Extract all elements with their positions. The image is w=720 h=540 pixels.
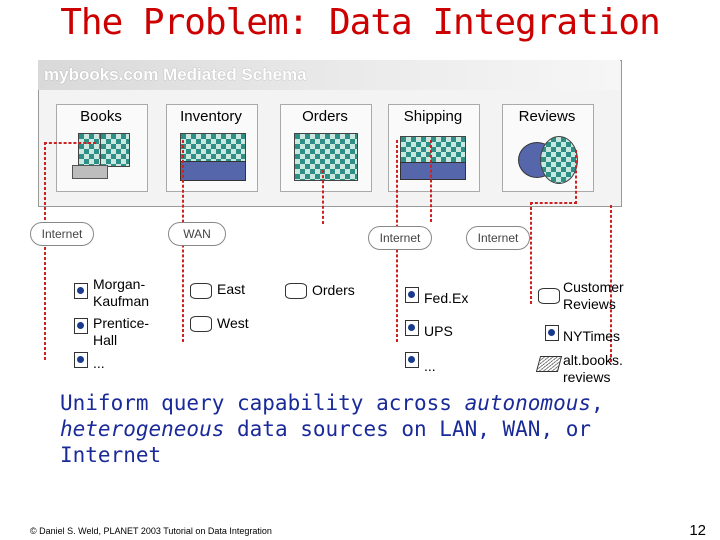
source-east: East bbox=[217, 281, 246, 297]
web-source-icon bbox=[405, 352, 419, 368]
books-grey-block bbox=[72, 165, 108, 179]
schema-title-bar bbox=[38, 60, 620, 90]
network-cloud-internet: Internet bbox=[368, 226, 432, 250]
source-alt-books-reviews: alt.books. reviews bbox=[563, 352, 623, 385]
shipping-label: Shipping bbox=[403, 108, 463, 125]
caption: Uniform query capability across autonomo… bbox=[60, 391, 604, 467]
database-icon bbox=[538, 288, 560, 304]
source-fedex: Fed.Ex bbox=[424, 290, 469, 306]
network-cloud-internet: Internet bbox=[30, 222, 94, 246]
source-more: ... bbox=[424, 358, 436, 374]
web-source-icon bbox=[74, 352, 88, 368]
source-morgan-kaufman: Morgan- Kaufman bbox=[93, 276, 150, 309]
newsgroup-icon bbox=[535, 356, 563, 372]
books-label: Books bbox=[80, 108, 122, 125]
web-source-icon bbox=[545, 325, 559, 341]
orders-label: Orders bbox=[302, 108, 348, 125]
books-table-graphic-2 bbox=[100, 133, 130, 167]
web-source-icon bbox=[74, 318, 88, 334]
connector bbox=[322, 170, 324, 224]
inventory-label: Inventory bbox=[180, 108, 242, 125]
shipping-blue-block bbox=[400, 162, 466, 180]
connector bbox=[575, 150, 577, 204]
connector bbox=[530, 202, 532, 304]
reviews-checker-ellipse bbox=[540, 136, 578, 184]
database-icon bbox=[190, 316, 212, 332]
database-icon bbox=[285, 283, 307, 299]
shipping-table-graphic bbox=[400, 136, 466, 164]
page-number: 12 bbox=[689, 522, 706, 539]
connector bbox=[44, 142, 46, 360]
web-source-icon bbox=[74, 283, 88, 299]
source-nytimes: NYTimes bbox=[563, 328, 621, 344]
footer-credit: © Daniel S. Weld, PLANET 2003 Tutorial o… bbox=[30, 526, 272, 536]
orders-table-graphic bbox=[294, 133, 358, 181]
network-cloud-internet: Internet bbox=[466, 226, 530, 250]
source-customer-reviews: Customer Reviews bbox=[563, 279, 624, 312]
connector bbox=[610, 205, 612, 362]
books-table-graphic bbox=[78, 133, 102, 167]
source-west: West bbox=[217, 315, 249, 331]
slide-title: The Problem: Data Integration bbox=[60, 2, 661, 43]
inventory-table-graphic bbox=[180, 133, 246, 163]
connector bbox=[44, 142, 96, 144]
database-icon bbox=[190, 283, 212, 299]
schema-title: mybooks.com Mediated Schema bbox=[44, 65, 307, 84]
web-source-icon bbox=[405, 320, 419, 336]
reviews-label: Reviews bbox=[518, 108, 576, 125]
connector bbox=[530, 202, 577, 204]
source-ups: UPS bbox=[424, 323, 453, 339]
connector bbox=[430, 140, 432, 222]
web-source-icon bbox=[405, 287, 419, 303]
source-more: ... bbox=[93, 355, 105, 371]
network-cloud-wan: WAN bbox=[168, 222, 226, 246]
source-prentice-hall: Prentice- Hall bbox=[93, 315, 150, 348]
source-orders: Orders bbox=[312, 282, 355, 298]
inventory-blue-block bbox=[180, 161, 246, 181]
